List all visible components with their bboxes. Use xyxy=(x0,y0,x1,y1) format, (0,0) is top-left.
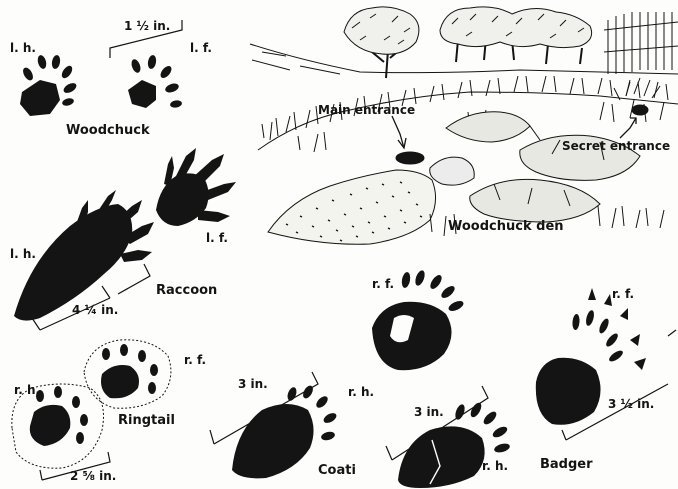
ringtail-caption: Ringtail xyxy=(118,414,175,427)
badger-fore-measure-label: 3 ½ in. xyxy=(608,398,654,410)
woodchuck-hind-track xyxy=(20,54,78,116)
woodchuck-hind-label: l. h. xyxy=(10,42,36,54)
woodchuck-fore-track xyxy=(128,54,183,108)
secret-entrance-arrow xyxy=(620,118,636,138)
main-entrance-hole xyxy=(396,152,424,164)
den-caption: Woodchuck den xyxy=(448,220,564,233)
coati-hind-label: r. h. xyxy=(348,386,374,398)
woodchuck-measure-label: 1 ½ in. xyxy=(124,20,170,32)
badger-fore-right-label: r. f. xyxy=(612,288,634,300)
main-entrance-arrow xyxy=(392,116,404,148)
raccoon-hind-label: l. h. xyxy=(10,248,36,260)
raccoon-fore-track xyxy=(156,148,236,226)
woodchuck-caption: Woodchuck xyxy=(66,124,150,137)
coati-caption: Coati xyxy=(318,464,356,477)
raccoon-fore-label: l. f. xyxy=(206,232,228,244)
raccoon-caption: Raccoon xyxy=(156,284,217,297)
main-entrance-label: Main entrance xyxy=(318,104,415,116)
badger-caption: Badger xyxy=(540,458,593,471)
ringtail-fore-track xyxy=(84,340,171,408)
ringtail-measure-label: 2 ⅝ in. xyxy=(70,470,116,482)
secret-entrance-hole xyxy=(632,105,648,115)
badger-hind-measure-label: 3 in. xyxy=(414,406,444,418)
fence xyxy=(604,12,678,74)
ringtail-hind-label: r. h. xyxy=(14,384,40,396)
ringtail-fore-label: r. f. xyxy=(184,354,206,366)
tree-row xyxy=(440,7,592,64)
badger-fore-left-label: r. f. xyxy=(372,278,394,290)
woodchuck-fore-label: l. f. xyxy=(190,42,212,54)
secret-entrance-label: Secret entrance xyxy=(562,140,670,152)
badger-hind-label: r. h. xyxy=(482,460,508,472)
tree xyxy=(344,7,419,78)
den-scene xyxy=(250,7,678,244)
coati-measure-label: 3 in. xyxy=(238,378,268,390)
raccoon-measure-label: 4 ¼ in. xyxy=(72,304,118,316)
